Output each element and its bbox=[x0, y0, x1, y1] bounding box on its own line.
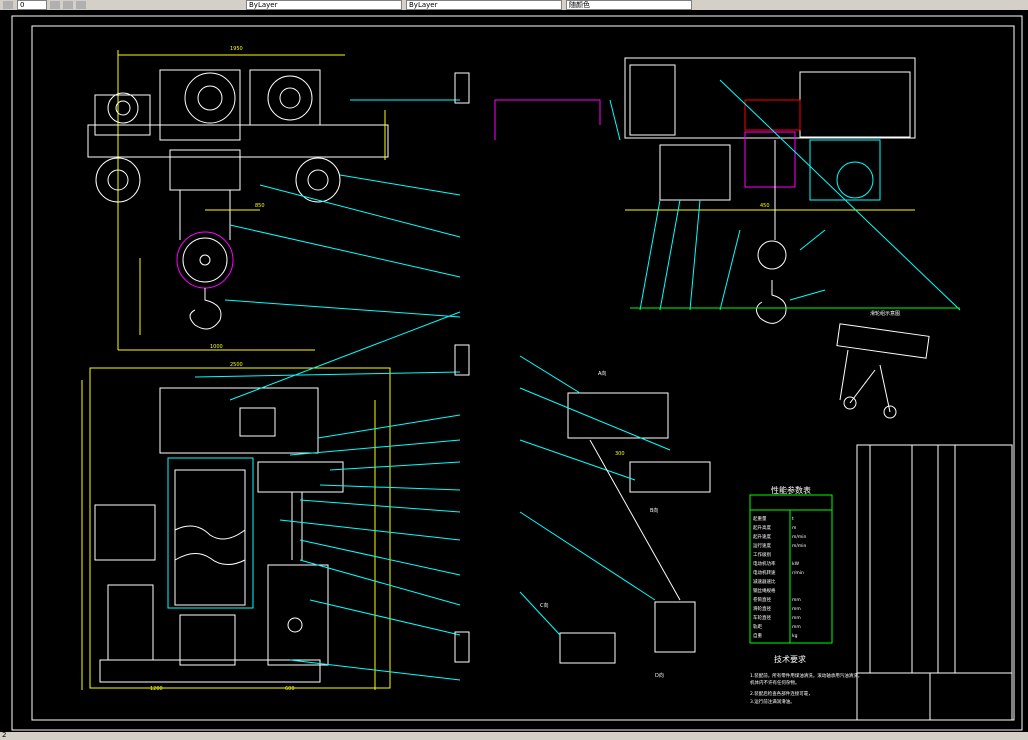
tech-req-line-3: 2.装配后检查各部件连接可靠， bbox=[750, 690, 813, 697]
svg-text:kW: kW bbox=[792, 561, 800, 567]
hoist-front-view bbox=[87, 50, 470, 351]
spec-rows: 起重量 起升高度 起升速度 运行速度 工作级别 电动机功率 电动机转速 减速器速… bbox=[753, 515, 807, 639]
dim-detail: 300 bbox=[615, 451, 625, 457]
tech-req-line-2: 机体内不许有任何杂物。 bbox=[750, 679, 800, 686]
svg-text:mm: mm bbox=[792, 607, 801, 612]
pulley-sketch bbox=[836, 323, 930, 419]
drawing-canvas[interactable]: 性能参数表 技术要求 1.装配前，所有零件用煤油清洗，滚动轴承用汽油清洗， 机体… bbox=[0, 10, 1028, 732]
svg-text:运行速度: 运行速度 bbox=[753, 542, 771, 549]
svg-text:自重: 自重 bbox=[753, 632, 762, 639]
svg-text:轨距: 轨距 bbox=[753, 623, 762, 630]
color-icon[interactable] bbox=[76, 1, 86, 9]
svg-text:起升速度: 起升速度 bbox=[753, 533, 771, 540]
sun-icon[interactable] bbox=[50, 1, 60, 9]
svg-text:卷筒直径: 卷筒直径 bbox=[753, 596, 771, 603]
hoist-plan-view bbox=[81, 311, 470, 690]
dim-bottom: 1000 bbox=[210, 344, 223, 350]
dim-top: 1950 bbox=[230, 46, 243, 52]
coords-readout: 2 bbox=[2, 731, 7, 739]
svg-text:电动机功率: 电动机功率 bbox=[753, 560, 776, 567]
svg-text:m/min: m/min bbox=[792, 543, 807, 549]
lock-icon[interactable] bbox=[63, 1, 73, 9]
layer-icon[interactable] bbox=[3, 1, 13, 9]
svg-text:m: m bbox=[792, 526, 796, 531]
view-label-b: B向 bbox=[650, 507, 658, 514]
outer-frame bbox=[11, 15, 1023, 731]
svg-text:起升高度: 起升高度 bbox=[753, 524, 771, 531]
svg-text:r/min: r/min bbox=[792, 570, 804, 576]
tech-req-line-1: 1.装配前，所有零件用煤油清洗，滚动轴承用汽油清洗， bbox=[750, 672, 862, 679]
svg-text:m/min: m/min bbox=[792, 534, 807, 540]
view-label-a: A向 bbox=[598, 370, 606, 377]
svg-text:mm: mm bbox=[792, 598, 801, 603]
svg-text:电动机转速: 电动机转速 bbox=[753, 569, 776, 576]
svg-text:工作级别: 工作级别 bbox=[753, 551, 771, 558]
svg-text:kg: kg bbox=[792, 633, 798, 639]
tech-req-title: 技术要求 bbox=[774, 654, 806, 664]
dim-mid: 850 bbox=[255, 203, 265, 209]
spec-table-title: 性能参数表 bbox=[771, 485, 811, 495]
lineweight-select[interactable]: ByLayer bbox=[406, 0, 562, 10]
tech-req-line-4: 3.运行前注满润滑油。 bbox=[750, 698, 795, 705]
view-label-c: C向 bbox=[540, 602, 549, 609]
svg-text:车轮直径: 车轮直径 bbox=[753, 614, 771, 621]
hoist-side-view bbox=[494, 57, 961, 324]
dim-side: 450 bbox=[760, 203, 770, 209]
view-label-pulley: 滑轮组示意图 bbox=[870, 310, 900, 317]
dim-plan-top: 2500 bbox=[230, 362, 243, 368]
view-label-d: D向 bbox=[655, 672, 664, 679]
linetype-select[interactable]: ByLayer bbox=[246, 0, 402, 10]
inner-frame bbox=[31, 25, 1015, 721]
svg-text:mm: mm bbox=[792, 625, 801, 630]
svg-text:减速器速比: 减速器速比 bbox=[753, 578, 776, 585]
status-bar: 2 bbox=[0, 731, 1028, 740]
parts-list-table bbox=[856, 444, 1013, 721]
dim-plan-bottom-a: 1200 bbox=[150, 686, 163, 692]
plotstyle-select[interactable]: 随颜色 bbox=[566, 0, 692, 10]
detail-views bbox=[519, 355, 711, 664]
layer-select[interactable]: 0 bbox=[17, 0, 47, 10]
spec-table bbox=[749, 494, 833, 644]
svg-text:钢丝绳规格: 钢丝绳规格 bbox=[753, 587, 776, 594]
svg-text:起重量: 起重量 bbox=[753, 515, 767, 522]
svg-text:滑轮直径: 滑轮直径 bbox=[753, 605, 771, 612]
dim-plan-bottom-b: 600 bbox=[285, 686, 295, 692]
svg-text:t: t bbox=[792, 516, 794, 522]
svg-text:mm: mm bbox=[792, 616, 801, 621]
